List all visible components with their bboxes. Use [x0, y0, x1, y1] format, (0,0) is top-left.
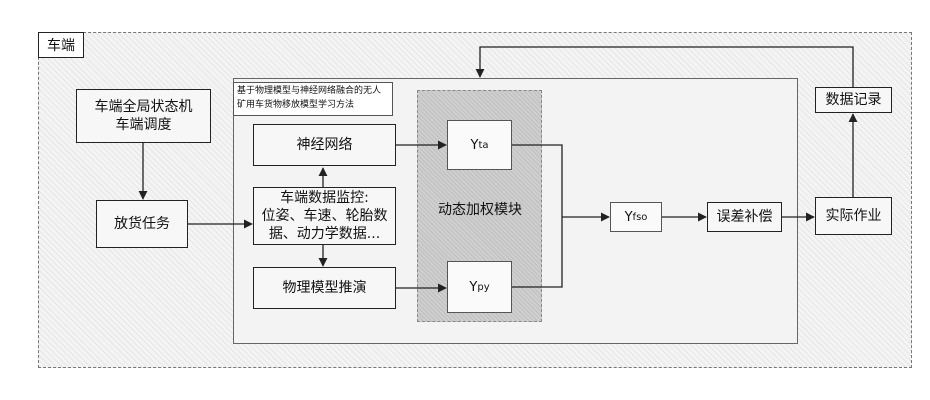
- arrow-logging-feedback: [480, 47, 853, 87]
- line-yta-merge: [512, 145, 562, 217]
- line-ypy-merge: [512, 217, 562, 287]
